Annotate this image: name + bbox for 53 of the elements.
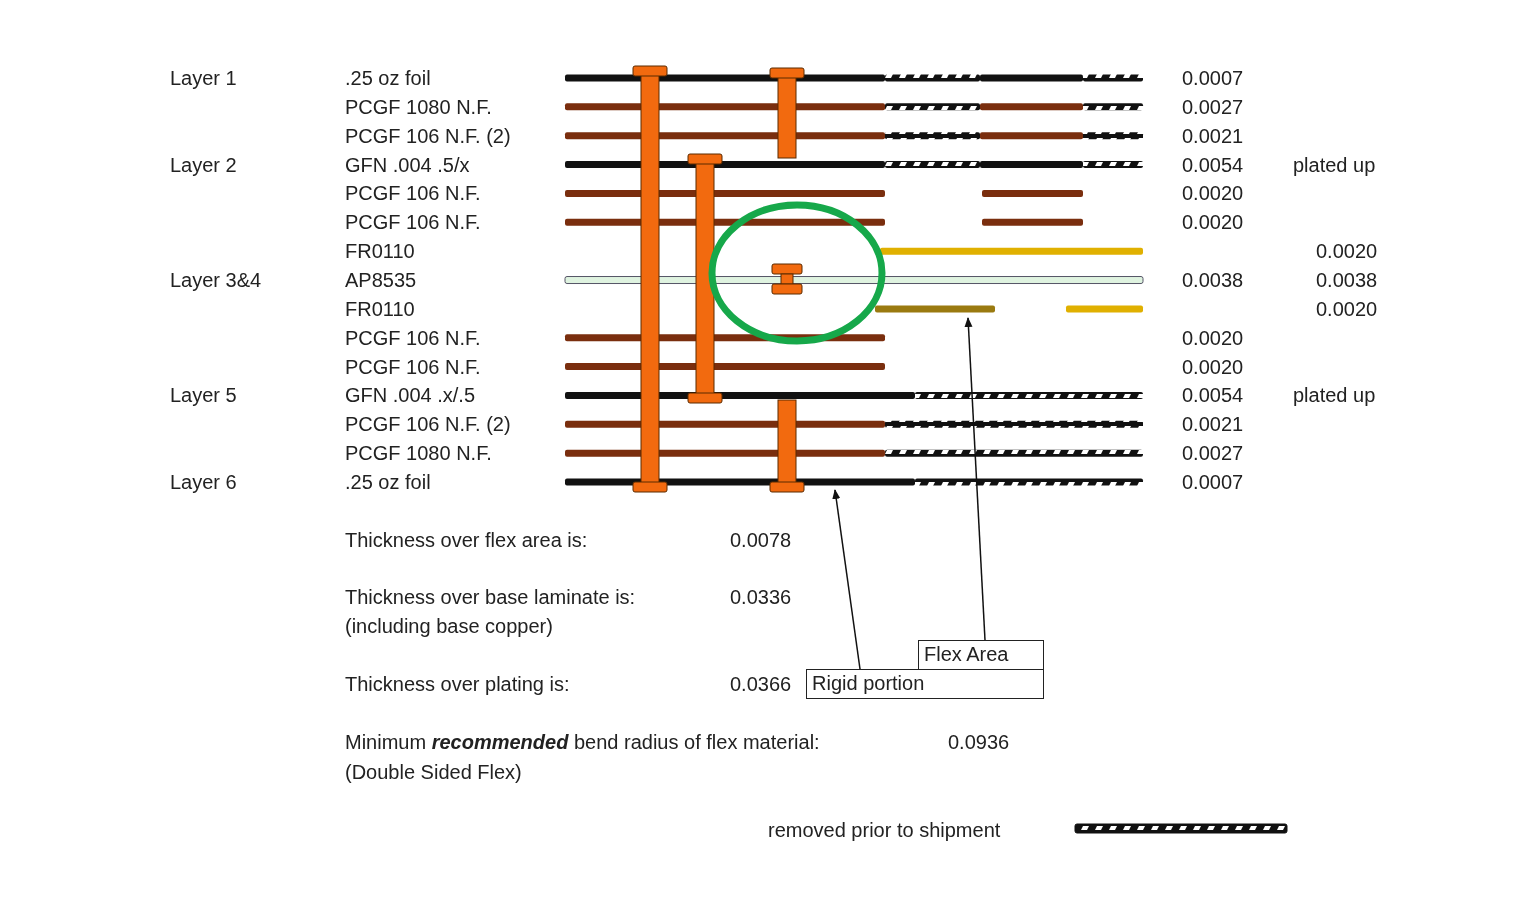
stackup-label: plated up (1293, 152, 1376, 177)
stackup-label: .25 oz foil (345, 470, 431, 495)
stackup-label: 0.0038 (1316, 268, 1378, 292)
stackup-label: 0.0020 (1182, 181, 1244, 206)
legend-label: removed prior to shipment (768, 818, 1001, 842)
stackup-label: PCGF 106 N.F. (345, 354, 481, 379)
stackup-label: 0.0054 (1182, 152, 1244, 177)
stackup-label: 0.0054 (1182, 383, 1244, 408)
stackup-label: 0.0020 (1316, 239, 1378, 264)
stackup-label: Thickness over base laminate is: (345, 585, 636, 609)
stackup-label: 0.0020 (1182, 325, 1244, 350)
callout-box: Flex Area (918, 640, 1044, 670)
stackup-label: 0.0007 (1182, 470, 1244, 495)
stackup-label: Thickness over plating is: (345, 672, 570, 696)
stackup-label: 0.0038 (1182, 268, 1244, 292)
stackup-label: 0.0020 (1182, 210, 1244, 235)
stackup-label: plated up (1293, 383, 1376, 408)
stackup-label: 0.0007 (1182, 66, 1244, 90)
stackup-label: 0.0021 (1182, 123, 1244, 148)
stackup-label: 0.0020 (1316, 296, 1378, 321)
stackup-label: 0.0021 (1182, 412, 1244, 437)
stackup-label: PCGF 106 N.F. (2) (345, 123, 511, 148)
stackup-label: 0.0366 (730, 672, 792, 696)
stackup-label: 0.0936 (948, 730, 1010, 754)
stackup-label: (including base copper) (345, 614, 553, 638)
stackup-label: Thickness over flex area is: (345, 528, 588, 552)
stackup-label: Minimum recommended bend radius of flex material: (345, 730, 820, 754)
stackup-label: PCGF 1080 N.F. (345, 441, 492, 466)
stackup-label: .25 oz foil (345, 66, 431, 90)
stackup-label: Layer 6 (170, 470, 237, 495)
stackup-label: 0.0027 (1182, 441, 1244, 466)
stackup-label: PCGF 106 N.F. (345, 325, 481, 350)
callout-box: Rigid portion (806, 669, 1044, 699)
stackup-label: PCGF 1080 N.F. (345, 94, 492, 119)
stackup-label: 0.0027 (1182, 94, 1244, 119)
stackup-label: Layer 2 (170, 152, 237, 177)
stackup-label: PCGF 106 N.F. (345, 210, 481, 235)
stackup-label: FR0110 (345, 296, 415, 321)
stackup-label: Layer 1 (170, 66, 237, 90)
stackup-label: (Double Sided Flex) (345, 760, 522, 784)
stackup-label: GFN .004 .5/x (345, 152, 470, 177)
stackup-label: AP8535 (345, 268, 417, 292)
stackup-label: Layer 5 (170, 383, 237, 408)
leader-line (832, 489, 861, 670)
stackup-label: 0.0020 (1182, 354, 1244, 379)
stackup-label: FR0110 (345, 239, 415, 264)
stackup-label: 0.0336 (730, 585, 792, 609)
stackup-label: GFN .004 .x/.5 (345, 383, 476, 408)
stackup-label: PCGF 106 N.F. (345, 181, 481, 206)
stackup-label: PCGF 106 N.F. (2) (345, 412, 511, 437)
stackup-label: Layer 3&4 (170, 268, 262, 292)
stackup-label: 0.0078 (730, 528, 792, 552)
leader-line (964, 317, 986, 641)
